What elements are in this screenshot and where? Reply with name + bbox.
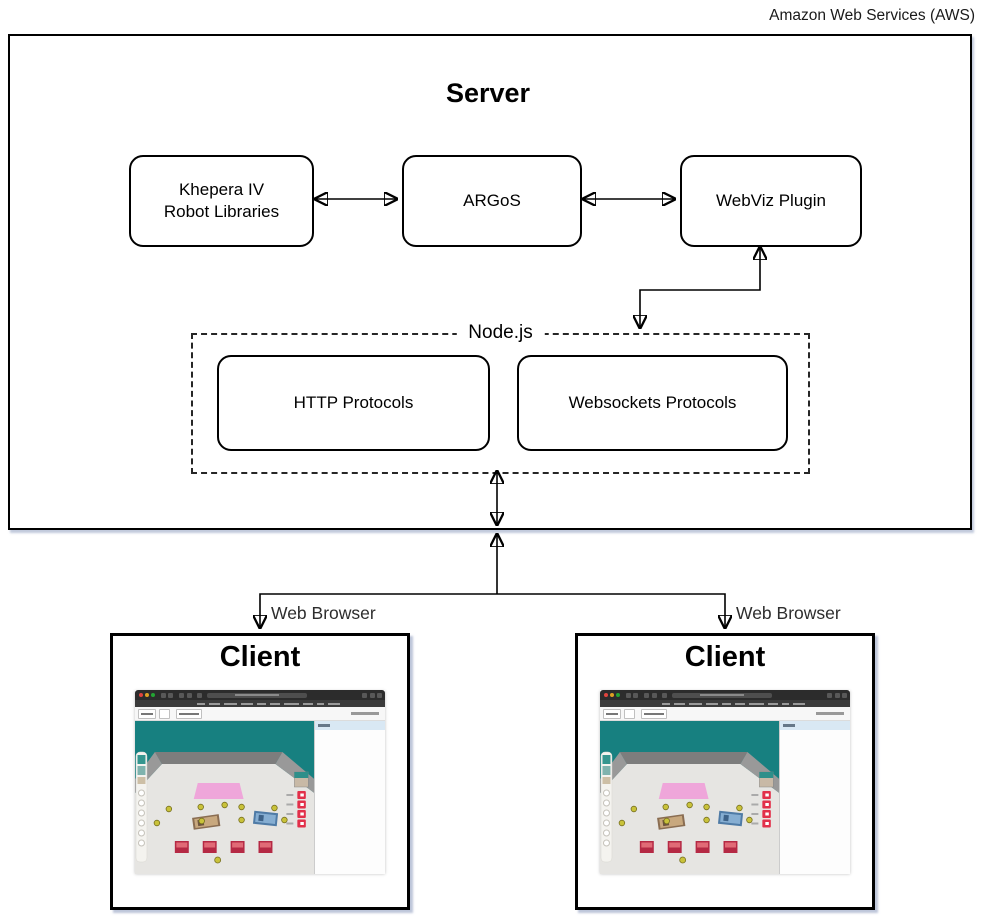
window-minimize-icon	[610, 693, 614, 697]
reload-icon	[662, 692, 667, 698]
node-webviz-label: WebViz Plugin	[716, 190, 826, 210]
step-counter	[603, 709, 621, 719]
client-box-1: Client	[110, 633, 410, 910]
panel-header	[315, 721, 385, 730]
aws-label: Amazon Web Services (AWS)	[769, 7, 975, 24]
nodejs-label: Node.js	[456, 322, 545, 344]
robots-yellow	[153, 801, 288, 864]
tabs-icon	[370, 692, 375, 698]
window-close-icon	[604, 693, 608, 697]
app-toolbar	[600, 707, 850, 721]
web-browser-label-1: Web Browser	[271, 603, 376, 623]
simulation-canvas	[600, 721, 780, 874]
toolbar-status-text	[816, 712, 844, 715]
window-zoom-icon	[616, 693, 620, 697]
node-khepera-libraries: Khepera IV Robot Libraries	[129, 155, 314, 247]
plate-blue	[717, 810, 744, 827]
web-browser-label-2: Web Browser	[736, 603, 841, 623]
toolbar-button	[624, 709, 635, 719]
client-title-1: Client	[219, 641, 301, 673]
toolbar-field	[641, 709, 667, 719]
client-box-2: Client	[575, 633, 875, 910]
nodejs-group: Node.js HTTP Protocols Websockets Protoc…	[191, 322, 810, 474]
node-argos-label: ARGoS	[463, 190, 521, 210]
forward-icon	[652, 692, 657, 698]
browser-url-bar	[207, 692, 307, 698]
plate-tan	[192, 814, 221, 830]
red-boxes	[174, 841, 273, 853]
tab-icon	[161, 692, 166, 698]
client-title-2: Client	[684, 641, 766, 673]
toolbar-status-text	[351, 712, 379, 715]
node-khepera-line2: Robot Libraries	[163, 202, 280, 221]
window-zoom-icon	[151, 693, 155, 697]
browser-url-bar	[672, 692, 772, 698]
left-tool-strip	[600, 751, 613, 863]
robots-yellow	[618, 801, 753, 864]
tab-icon	[168, 692, 173, 698]
browser-titlebar	[600, 690, 850, 700]
window-close-icon	[139, 693, 143, 697]
toolbar-button	[159, 709, 170, 719]
tabs-icon	[835, 692, 840, 698]
node-khepera-line1: Khepera IV	[178, 179, 265, 199]
left-tool-strip	[135, 751, 148, 863]
tab-icon	[633, 692, 638, 698]
node-websockets-protocols: Websockets Protocols	[517, 355, 788, 451]
browser-screenshot	[135, 690, 385, 874]
http-protocols-label: HTTP Protocols	[293, 392, 414, 412]
sidebar-panel	[779, 721, 850, 874]
node-webviz-plugin: WebViz Plugin	[680, 155, 862, 247]
browser-screenshot	[600, 690, 850, 874]
plate-tan	[657, 814, 686, 830]
server-title: Server	[445, 78, 531, 108]
app-menubar	[600, 700, 850, 707]
tab-icon	[626, 692, 631, 698]
simulation-canvas	[135, 721, 315, 874]
reload-icon	[197, 692, 202, 698]
right-button-column	[286, 771, 309, 828]
node-http-protocols: HTTP Protocols	[217, 355, 490, 451]
toolbar-field	[176, 709, 202, 719]
websockets-protocols-label: Websockets Protocols	[568, 392, 737, 412]
app-toolbar	[135, 707, 385, 721]
red-boxes	[639, 841, 738, 853]
share-icon	[827, 692, 832, 698]
panel-header	[780, 721, 850, 730]
back-icon	[644, 692, 649, 698]
share-icon	[362, 692, 367, 698]
back-icon	[179, 692, 184, 698]
right-button-column	[751, 771, 774, 828]
forward-icon	[187, 692, 192, 698]
app-menubar	[135, 700, 385, 707]
browser-titlebar	[135, 690, 385, 700]
plate-blue	[252, 810, 279, 827]
menu-icon	[377, 692, 382, 698]
window-minimize-icon	[145, 693, 149, 697]
step-counter	[138, 709, 156, 719]
menu-icon	[842, 692, 847, 698]
sidebar-panel	[314, 721, 385, 874]
node-argos: ARGoS	[402, 155, 582, 247]
